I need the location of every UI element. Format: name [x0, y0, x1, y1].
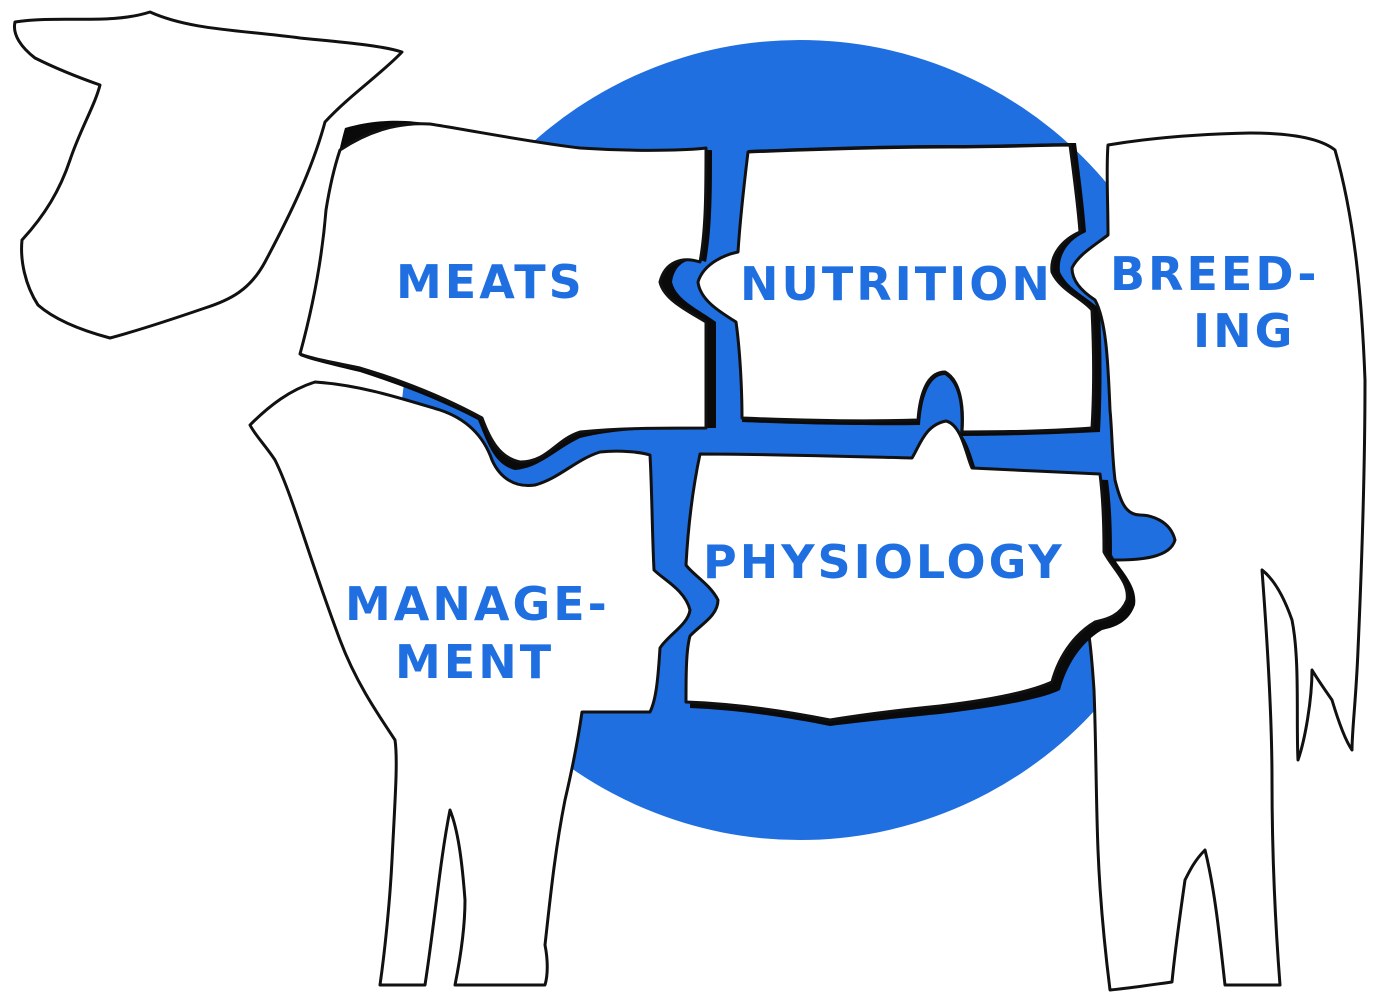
nutrition-label: NUTRITION	[740, 257, 1053, 311]
management-label-line2: MENT	[395, 635, 554, 689]
management-label-line1: MANAGE-	[345, 577, 610, 631]
physiology-label: PHYSIOLOGY	[703, 535, 1065, 589]
breeding-label-line2: ING	[1193, 304, 1295, 358]
breeding-label-line1: BREED-	[1110, 247, 1319, 301]
meats-label: MEATS	[396, 255, 585, 309]
